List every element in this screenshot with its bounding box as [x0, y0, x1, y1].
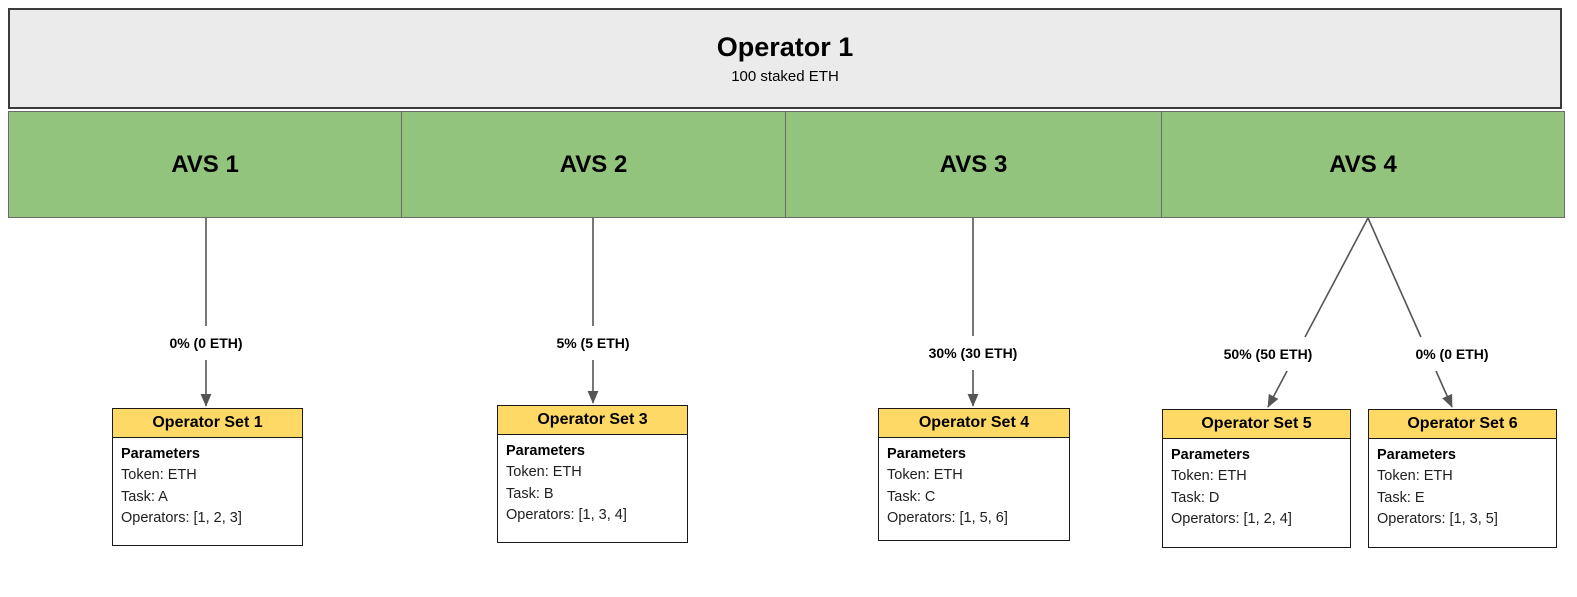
avs-cell-3[interactable]: AVS 3 [785, 111, 1162, 218]
edge-arrow [1435, 370, 1453, 408]
parameter-token: Token: ETH [887, 467, 963, 484]
edge-line-upper [1304, 217, 1369, 338]
parameter-token: Token: ETH [506, 464, 582, 481]
operator-stake-label: 100 staked ETH [731, 68, 839, 86]
avs-label: AVS 4 [1329, 150, 1397, 178]
avs-label: AVS 3 [939, 150, 1008, 178]
parameters-heading: Parameters [1171, 447, 1250, 463]
edge-allocation-label: 30% (30 ETH) [926, 345, 1020, 361]
parameter-token: Token: ETH [1171, 468, 1247, 485]
avs-row: AVS 1 AVS 2 AVS 3 AVS 4 [8, 111, 1565, 218]
parameter-operators: Operators: [1, 2, 3] [121, 510, 242, 527]
edge-arrow [1267, 370, 1288, 408]
edge-line-upper [1367, 217, 1422, 338]
avs-label: AVS 2 [559, 150, 628, 178]
operator-set-title: Operator Set 3 [498, 406, 687, 435]
parameters-heading: Parameters [506, 443, 585, 459]
parameters-heading: Parameters [887, 446, 966, 462]
parameter-task: Task: B [506, 485, 554, 502]
parameter-task: Task: A [121, 488, 168, 505]
edge-allocation-label: 50% (50 ETH) [1221, 346, 1315, 362]
operator-set-title: Operator Set 6 [1369, 410, 1556, 439]
parameter-operators: Operators: [1, 3, 5] [1377, 511, 1498, 528]
operator-set-title: Operator Set 4 [879, 409, 1069, 438]
parameter-task: Task: D [1171, 489, 1220, 506]
operator-set-title: Operator Set 1 [113, 409, 302, 438]
avs-cell-4[interactable]: AVS 4 [1161, 111, 1565, 218]
avs-cell-1[interactable]: AVS 1 [8, 111, 402, 218]
edge-allocation-label: 0% (0 ETH) [1413, 346, 1491, 362]
parameter-operators: Operators: [1, 5, 6] [887, 510, 1008, 527]
parameters-heading: Parameters [1377, 447, 1456, 463]
operator-set-title: Operator Set 5 [1163, 410, 1350, 439]
avs-label: AVS 1 [171, 150, 239, 178]
edge-allocation-label: 5% (5 ETH) [554, 335, 632, 351]
parameter-task: Task: E [1377, 489, 1425, 506]
parameter-token: Token: ETH [121, 467, 197, 484]
parameter-token: Token: ETH [1377, 468, 1453, 485]
edge-allocation-label: 0% (0 ETH) [167, 335, 245, 351]
avs-cell-2[interactable]: AVS 2 [401, 111, 786, 218]
operator-box: Operator 1 100 staked ETH [8, 8, 1562, 109]
parameters-heading: Parameters [121, 446, 200, 462]
parameter-task: Task: C [887, 488, 936, 505]
parameter-operators: Operators: [1, 3, 4] [506, 507, 627, 524]
parameter-operators: Operators: [1, 2, 4] [1171, 511, 1292, 528]
operator-title: Operator 1 [716, 31, 854, 62]
